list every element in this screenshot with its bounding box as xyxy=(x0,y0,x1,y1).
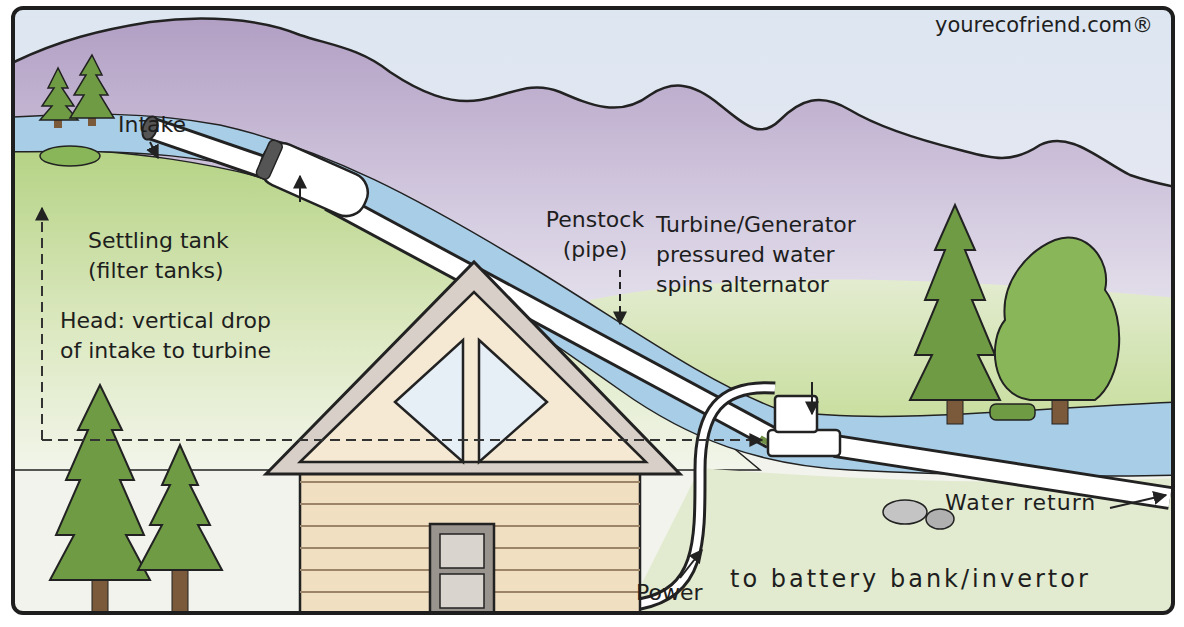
head-dashed-line xyxy=(42,439,762,441)
part-label: Penstock (pipe) xyxy=(530,205,660,265)
round-tree xyxy=(995,237,1119,400)
tree-trunk xyxy=(947,398,963,424)
tank-body xyxy=(254,137,374,223)
watermark: yourecofriend.com® xyxy=(935,10,1153,40)
note-label: Head: vertical drop of intake to turbine xyxy=(60,306,285,366)
frame-border xyxy=(13,8,1173,613)
leader-arrow xyxy=(811,382,813,414)
settling-tank xyxy=(254,137,374,223)
leader-arrow xyxy=(680,550,702,578)
leader-arrow xyxy=(150,142,158,158)
window-pane xyxy=(479,340,547,462)
pine-tree xyxy=(138,445,222,570)
bush xyxy=(40,146,100,166)
door xyxy=(430,524,494,613)
part-label: Settling tank (filter tanks) xyxy=(88,226,258,286)
roof xyxy=(266,262,680,474)
pine-tree xyxy=(40,68,78,120)
leader-arrow xyxy=(299,176,301,202)
house-wall xyxy=(300,460,640,613)
part-label: Power xyxy=(636,578,703,608)
shrub xyxy=(990,404,1035,420)
ground-base xyxy=(13,8,1173,613)
part-label: Intake xyxy=(118,110,186,140)
head-dashed-line xyxy=(41,208,43,440)
part-label: Water return xyxy=(945,488,1096,518)
leader-arrow xyxy=(1110,495,1166,508)
tree-trunk xyxy=(92,576,108,613)
rock xyxy=(883,500,927,524)
part-label: Turbine/Generator pressured water spins … xyxy=(656,210,881,300)
turbine-housing xyxy=(768,430,840,456)
tree-trunk xyxy=(172,566,188,613)
note-label: to battery bank/invertor xyxy=(730,564,1091,594)
door-panel xyxy=(440,574,484,608)
scene-group xyxy=(13,8,1173,613)
window-pane xyxy=(395,340,463,462)
tank-cap xyxy=(255,139,284,181)
river xyxy=(13,114,1173,476)
generator-box xyxy=(775,396,817,432)
leader-arrow xyxy=(619,270,621,324)
door-panel xyxy=(440,534,484,568)
pine-tree xyxy=(70,55,114,118)
gable xyxy=(300,292,646,462)
pine-tree xyxy=(50,385,150,580)
pine-tree xyxy=(910,205,1000,400)
